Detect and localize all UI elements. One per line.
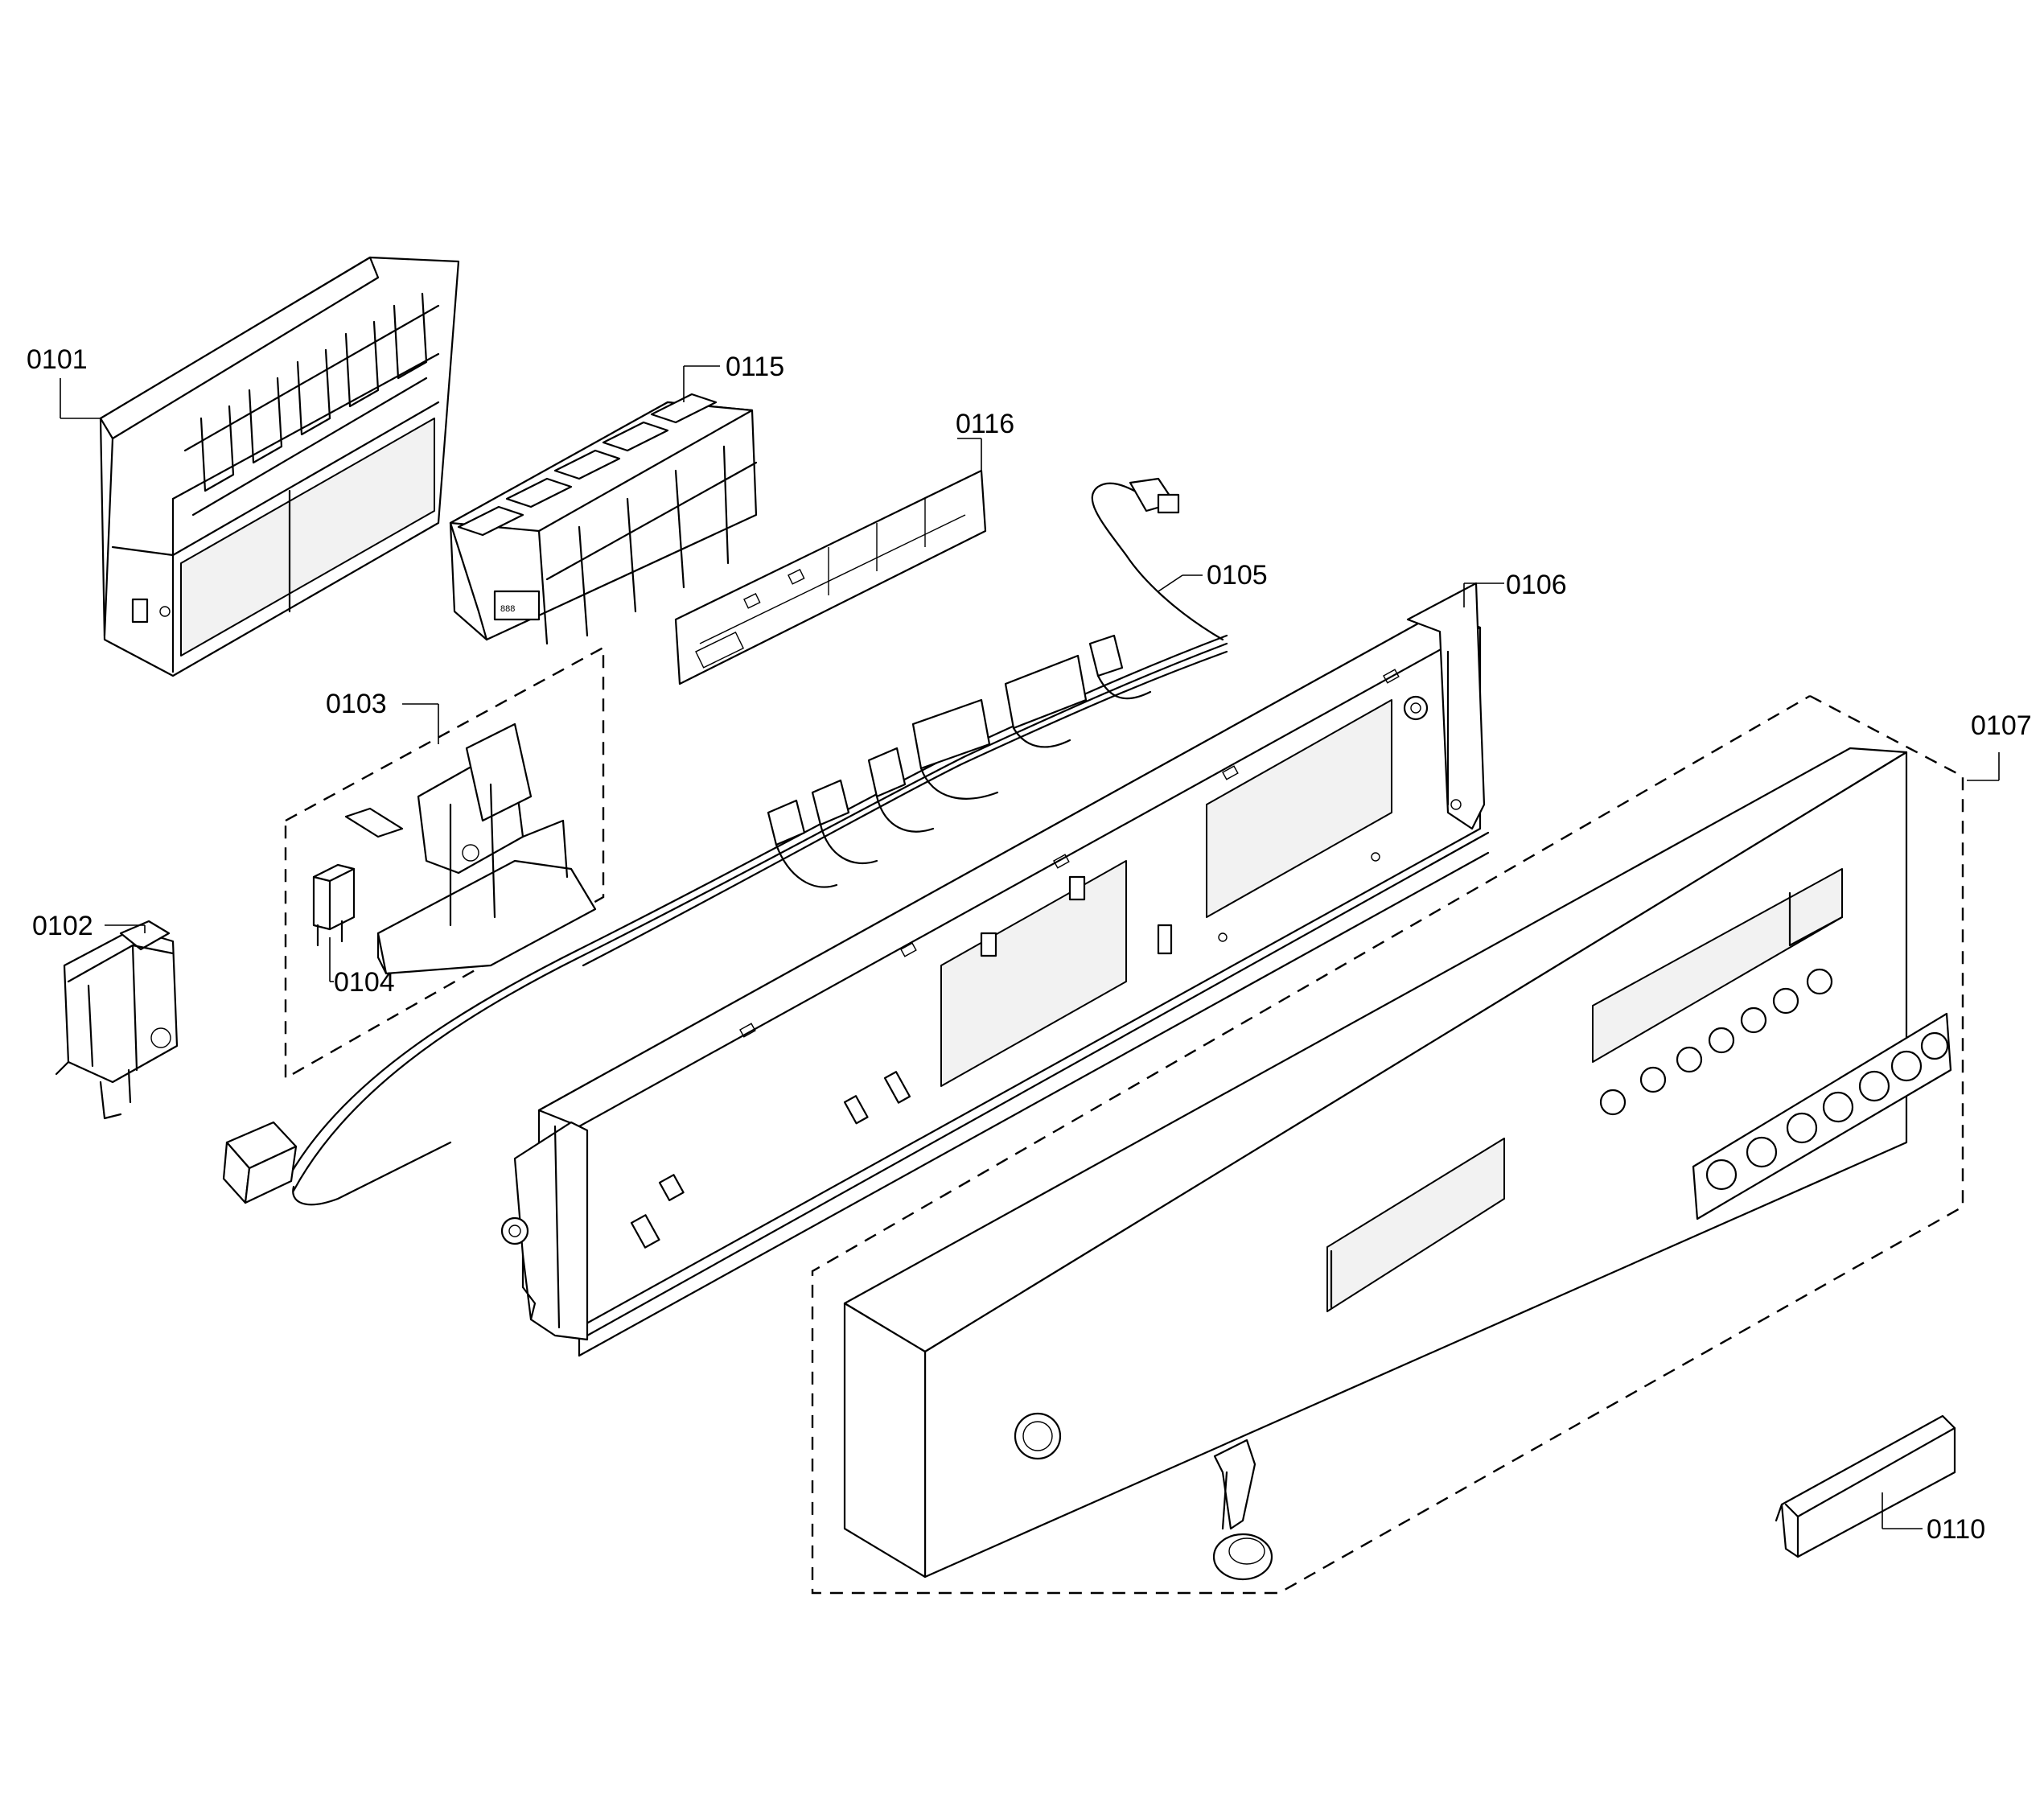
part-0106-panel-frame[interactable] bbox=[500, 582, 1490, 1357]
group-boundary-0103 bbox=[284, 645, 605, 1080]
callout-0115: 0115 bbox=[726, 352, 784, 382]
part-0107-control-panel-fascia[interactable] bbox=[843, 747, 1908, 1579]
fascia-button-holes bbox=[1599, 968, 1833, 1116]
part-0105-wiring-harness[interactable] bbox=[222, 477, 1228, 1206]
leader-0105 bbox=[1158, 574, 1183, 592]
fascia-button-strip[interactable] bbox=[1692, 1012, 1952, 1220]
part-0103-switch-assembly[interactable] bbox=[344, 722, 597, 975]
callout-0106: 0106 bbox=[1506, 570, 1567, 600]
callout-0103: 0103 bbox=[326, 689, 387, 719]
part-0104-sensor[interactable] bbox=[312, 863, 356, 947]
part-0102-door-switch[interactable] bbox=[55, 920, 179, 1120]
callout-0104: 0104 bbox=[334, 967, 395, 998]
callout-0107: 0107 bbox=[1971, 710, 2032, 741]
callout-0105: 0105 bbox=[1207, 560, 1268, 591]
door-latch-knob[interactable] bbox=[1212, 1439, 1273, 1581]
part-0110-trim-strip[interactable] bbox=[1775, 1414, 1956, 1558]
display-digits: 888 bbox=[500, 604, 515, 614]
part-0116-program-label[interactable] bbox=[674, 469, 987, 685]
part-0115-display-board[interactable]: 888 bbox=[449, 393, 758, 645]
callout-0116: 0116 bbox=[956, 409, 1014, 439]
push-buttons bbox=[1705, 1031, 1949, 1191]
callout-0102: 0102 bbox=[32, 911, 93, 941]
callout-0110: 0110 bbox=[1927, 1514, 1985, 1545]
callout-0101: 0101 bbox=[27, 344, 88, 375]
part-0101-control-module[interactable] bbox=[99, 256, 460, 677]
harness-connectors bbox=[767, 634, 1152, 888]
group-boundary-0107 bbox=[811, 694, 1964, 1595]
